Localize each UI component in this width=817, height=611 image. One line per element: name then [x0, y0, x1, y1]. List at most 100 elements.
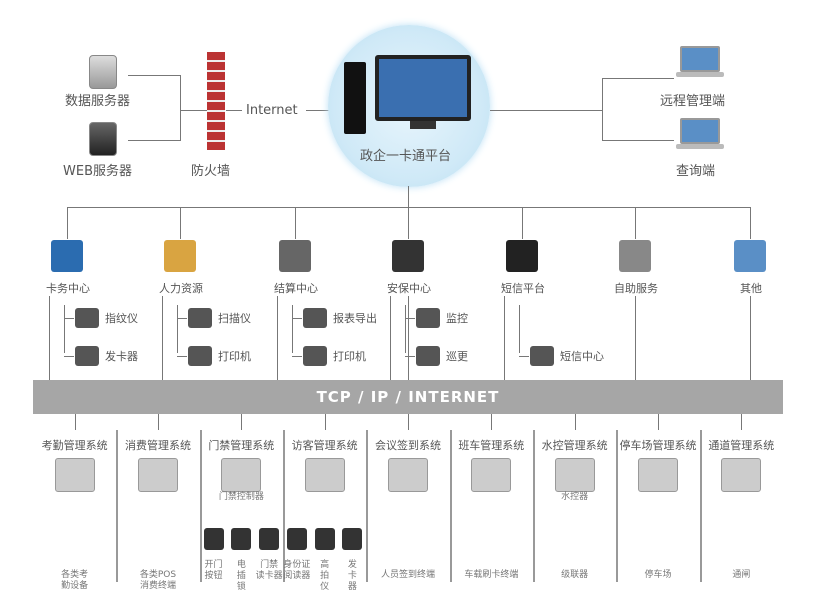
system-title: 考勤管理系统 — [41, 439, 108, 452]
platform-label: 政企一卡通平台 — [360, 149, 452, 164]
terminal-label: 各类POS 消费终端 — [139, 570, 177, 591]
connector-line — [602, 78, 674, 79]
query-laptop-icon — [676, 118, 724, 149]
column-divider — [533, 430, 535, 582]
device-label: 指纹仪 — [105, 312, 138, 325]
device-label: 报表导出 — [333, 312, 377, 325]
system-device-icon — [554, 458, 595, 492]
connector-line — [750, 296, 751, 380]
firewall-icon — [207, 52, 225, 150]
device-icon — [530, 346, 554, 366]
connector-line — [324, 414, 326, 430]
device-label: 水控器 — [561, 492, 589, 502]
column-divider — [283, 430, 285, 582]
connector-line — [490, 110, 602, 111]
connector-line — [67, 207, 68, 239]
system-title: 班车管理系统 — [458, 439, 525, 452]
connector-line — [64, 305, 65, 353]
device-label: 打印机 — [333, 350, 366, 363]
device-icon — [303, 346, 327, 366]
device-label: 监控 — [446, 312, 468, 325]
device-icon — [188, 346, 212, 366]
monitor-stand-icon — [410, 121, 436, 129]
distribution-line — [67, 207, 751, 208]
internet-label: Internet — [246, 103, 298, 118]
connector-line — [405, 305, 406, 353]
connector-line — [519, 356, 529, 357]
center-icon-6 — [734, 240, 766, 272]
center-icon-1 — [164, 240, 196, 272]
device-label: 发卡器 — [105, 350, 138, 363]
system-title: 水控管理系统 — [541, 439, 608, 452]
terminal-label: 门禁 读卡器 — [255, 560, 283, 581]
connector-line — [74, 414, 76, 430]
device-icon — [303, 308, 327, 328]
monitor-icon — [375, 55, 471, 121]
connector-line — [741, 414, 743, 430]
connector-line — [522, 207, 523, 239]
device-label: 扫描仪 — [218, 312, 251, 325]
terminal-icon — [203, 528, 224, 550]
remote-laptop-icon — [676, 46, 724, 77]
column-divider — [116, 430, 119, 582]
system-device-icon — [304, 458, 345, 492]
terminal-icon — [231, 528, 252, 550]
connector-line — [64, 318, 74, 319]
pc-tower-icon — [344, 62, 366, 134]
column-divider — [449, 430, 452, 582]
terminal-label: 高 拍 仪 — [320, 560, 330, 592]
system-device-icon — [471, 458, 512, 492]
terminal-icon — [314, 528, 335, 550]
device-label: 打印机 — [218, 350, 251, 363]
connector-line — [158, 414, 159, 430]
connector-line — [128, 75, 180, 76]
connector-line — [405, 318, 415, 319]
connector-line — [162, 296, 163, 380]
system-title: 停车场管理系统 — [619, 439, 697, 452]
device-icon — [416, 308, 440, 328]
connector-line — [295, 207, 296, 239]
web-server-icon — [89, 122, 117, 156]
terminal-label: 开门 按钮 — [204, 560, 223, 581]
center-label: 短信平台 — [501, 282, 545, 295]
center-label: 结算中心 — [274, 282, 318, 295]
system-device-icon — [221, 458, 262, 492]
connector-line — [180, 110, 207, 111]
connector-line — [408, 207, 409, 239]
terminal-label: 人员签到终端 — [380, 570, 435, 580]
firewall-label: 防火墙 — [191, 164, 231, 179]
connector-line — [277, 296, 278, 380]
connector-line — [390, 296, 391, 380]
center-label: 安保中心 — [387, 282, 431, 295]
terminal-label: 停车场 — [644, 570, 672, 580]
center-icon-2 — [279, 240, 311, 272]
terminal-icon — [342, 528, 363, 550]
connector-line — [226, 110, 242, 111]
connector-line — [491, 414, 493, 430]
connector-line — [177, 318, 187, 319]
center-label: 其他 — [740, 282, 762, 295]
center-label: 卡务中心 — [46, 282, 90, 295]
connector-line — [750, 207, 751, 239]
query-label: 查询端 — [676, 164, 716, 179]
connector-line — [602, 78, 603, 141]
system-title: 通道管理系统 — [708, 439, 775, 452]
connector-line — [408, 186, 409, 208]
column-divider — [366, 430, 369, 582]
device-label: 短信中心 — [560, 350, 604, 363]
connector-line — [602, 140, 674, 141]
connector-line — [635, 296, 636, 380]
system-title: 门禁管理系统 — [208, 439, 275, 452]
connector-line — [519, 305, 520, 353]
terminal-label: 各类考 勤设备 — [61, 570, 89, 591]
connector-line — [180, 207, 181, 239]
terminal-label: 电 插 锁 — [236, 560, 246, 592]
system-title: 会议签到系统 — [374, 439, 441, 452]
system-title: 消费管理系统 — [124, 439, 191, 452]
system-device-icon — [138, 458, 178, 492]
connector-line — [292, 305, 293, 353]
device-label: 门禁控制器 — [218, 492, 264, 502]
connector-line — [405, 356, 415, 357]
device-icon — [188, 308, 212, 328]
connector-line — [635, 207, 636, 239]
